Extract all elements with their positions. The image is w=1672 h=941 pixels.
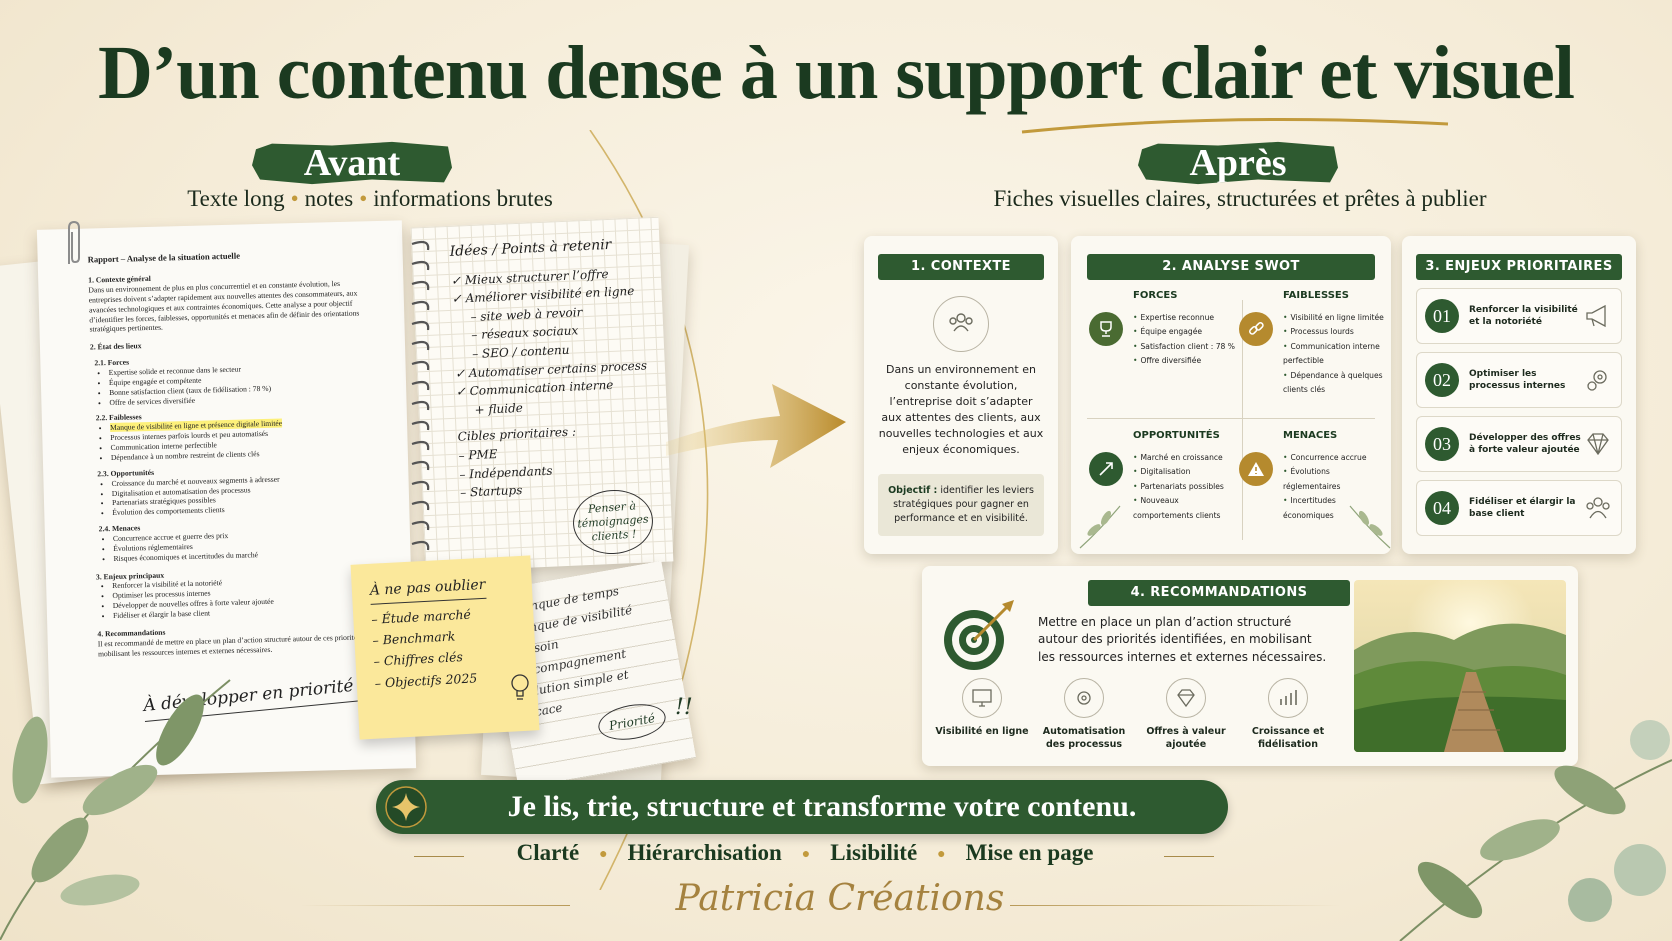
avant-label: Avant (252, 141, 452, 185)
monitor-icon (962, 678, 1002, 718)
reco-item: Croissance et fidélisation (1238, 678, 1338, 752)
landscape-photo (1354, 580, 1566, 752)
lightbulb-icon (511, 674, 529, 700)
leaf-branch-decoration (1079, 505, 1121, 549)
diamond-icon (1587, 433, 1609, 456)
swot-forces: FORCES Expertise reconnueÉquipe engagée … (1087, 290, 1237, 369)
warning-icon (1239, 452, 1273, 486)
apres-label: Après (1138, 141, 1338, 185)
enjeu-item: 04 Fidéliser et élargir la base client (1416, 480, 1622, 536)
reco-item: Automatisation des processus (1034, 678, 1134, 752)
reco-item: Offres à valeur ajoutée (1136, 678, 1236, 752)
divider (1164, 856, 1214, 857)
megaphone-icon (1586, 304, 1606, 328)
objectif-box: Objectif : identifier les leviers straté… (878, 473, 1044, 537)
eucalyptus-leaves-decoration (0, 679, 231, 940)
eucalyptus-leaves-decoration (1399, 720, 1672, 941)
reco-text: Mettre en place un plan d’action structu… (1038, 615, 1327, 664)
swot-opportunites: OPPORTUNITÉS Marché en croissanceDigital… (1087, 430, 1237, 523)
sticky-note: À ne pas oublier – Étude marché – Benchm… (350, 555, 540, 740)
growth-arrow-icon (1089, 452, 1123, 486)
arrow-right-icon (666, 384, 846, 468)
sparkle-icon (385, 786, 427, 828)
card-contexte: 1. CONTEXTE Dans un environnement en con… (864, 236, 1058, 554)
enjeu-item: 02 Optimiser les processus internes (1416, 352, 1622, 408)
reco-item: Visibilité en ligne (932, 678, 1032, 739)
swot-faiblesses: FAIBLESSES Visibilité en ligne limitéePr… (1237, 290, 1387, 398)
paperclip-icon (68, 220, 80, 264)
keyword-list: Clarté●Hiérarchisation●Lisibilité●Mise e… (516, 840, 1094, 865)
contexte-text: Dans un environnement en constante évolu… (878, 363, 1044, 456)
broken-link-icon (1239, 312, 1273, 346)
divider (1242, 300, 1243, 540)
diamond-icon (1166, 678, 1206, 718)
exclamation-marks: !! (675, 695, 693, 720)
group-icon (1586, 497, 1610, 519)
title-underline (1021, 118, 1449, 134)
swot-menaces: MENACES Concurrence accrueÉvolutions rég… (1237, 430, 1387, 523)
card-title: 4. RECOMMANDATIONS (1088, 580, 1350, 606)
page-title: D’un contenu dense à un support clair et… (97, 31, 1575, 115)
card-enjeux: 3. ENJEUX PRIORITAIRES 01 Renforcer la v… (1402, 236, 1636, 554)
tagline-banner: Je lis, trie, structure et transforme vo… (376, 780, 1228, 834)
enjeu-item: 03 Développer des offres à forte valeur … (1416, 416, 1622, 472)
divider (1010, 905, 1340, 906)
card-title: 3. ENJEUX PRIORITAIRES (1416, 254, 1622, 280)
people-icon (933, 296, 989, 352)
card-swot: 2. ANALYSE SWOT FORCES Expertise reconnu… (1071, 236, 1391, 554)
notebook-spiral (411, 240, 430, 551)
divider (300, 905, 570, 906)
apres-subtitle: Fiches visuelles claires, structurées et… (993, 186, 1487, 211)
divider (414, 856, 464, 857)
trophy-icon (1089, 312, 1123, 346)
leaf-branch-decoration (1349, 505, 1391, 549)
signature: Patricia Créations (675, 878, 1005, 919)
card-recommandations: 4. RECOMMANDATIONS Mettre en place un pl… (922, 566, 1578, 766)
bar-chart-icon (1268, 678, 1308, 718)
gears-icon (1587, 370, 1607, 391)
enjeu-item: 01 Renforcer la visibilité et la notorié… (1416, 288, 1622, 344)
gear-icon (1064, 678, 1104, 718)
divider (1087, 418, 1375, 419)
card-title: 2. ANALYSE SWOT (1087, 254, 1375, 280)
target-icon (944, 600, 1014, 670)
avant-subtitle: Texte long•notes•informations brutes (187, 186, 553, 211)
card-title: 1. CONTEXTE (878, 254, 1044, 280)
